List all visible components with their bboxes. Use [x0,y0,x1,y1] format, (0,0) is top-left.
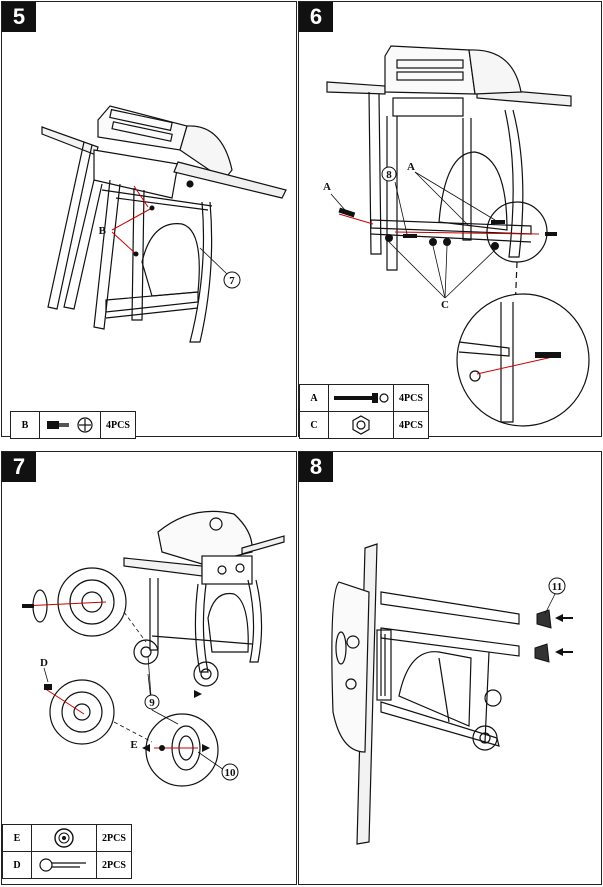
part-qty: 4PCS [393,384,429,412]
step-5-panel: 5 [1,1,297,439]
step-5-callout-7: 7 [229,275,235,287]
parts-row-d: D 2PCS [2,851,132,879]
step-5-callout-b: B [99,225,107,237]
step-6-parts-table: A 4PCS C 4PCS [299,384,429,439]
step-6-number: 6 [299,2,333,32]
step-8-panel: 8 [298,451,602,885]
parts-row-b: B 4PCS [10,411,136,439]
step-5-parts-table: B 4PCS [10,411,136,439]
step-7-callout-e: E [130,739,137,751]
bolt-and-screwhead-icon [39,411,101,439]
parts-row-a: A 4PCS [299,384,429,412]
step-5-number: 5 [2,2,36,32]
step-6-callout-8: 8 [386,169,392,181]
step-7-callout-10: 10 [225,767,237,779]
step-8-number: 8 [299,452,333,482]
step-7-callout-d: D [40,657,48,669]
long-bolt-icon [328,384,394,412]
step-6-drawing: 8 A A C [323,45,590,427]
part-code: C [299,411,329,439]
cotter-pin-icon [31,851,97,879]
step-5-drawing: 7 B [41,105,287,343]
step-6-callout-c: C [441,299,449,311]
part-qty: 4PCS [393,411,429,439]
step-7-panel: 7 [1,451,297,885]
step-8-drawing: 11 [331,543,573,845]
wheel-icon [31,824,97,852]
step-6-callout-a-top: A [407,161,415,173]
part-code: B [10,411,40,439]
part-code: A [299,384,329,412]
part-code: E [2,824,32,852]
step-6-callout-a-left: A [323,181,331,193]
part-qty: 2PCS [96,824,132,852]
step-8-callout-11: 11 [552,581,562,593]
part-code: D [2,851,32,879]
step-7-parts-table: E 2PCS D 2PCS [2,824,132,879]
part-qty: 4PCS [100,411,136,439]
step-7-number: 7 [2,452,36,482]
part-qty: 2PCS [96,851,132,879]
step-7-callout-9: 9 [149,697,155,709]
step-6-panel: 6 [298,1,602,439]
nut-icon [328,411,394,439]
parts-row-e: E 2PCS [2,824,132,852]
parts-row-c: C 4PCS [299,411,429,439]
step-7-drawing: 9 10 D E [21,510,285,787]
